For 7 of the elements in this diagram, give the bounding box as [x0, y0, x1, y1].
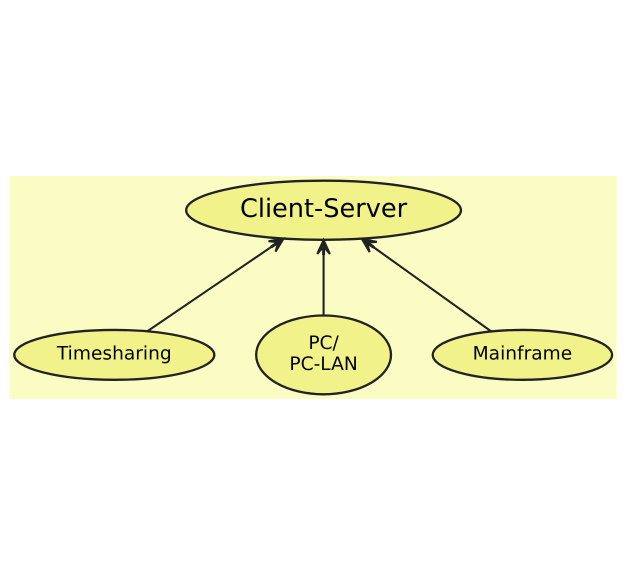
- node-ellipse: Mainframe: [432, 328, 614, 380]
- node-ellipse: Timesharing: [13, 328, 216, 380]
- node-ellipse: Client-Server: [185, 179, 462, 240]
- arrow: [316, 238, 331, 315]
- arrow: [146, 237, 285, 332]
- arrow: [360, 237, 492, 332]
- node-ellipse: PC/ PC-LAN: [255, 314, 392, 395]
